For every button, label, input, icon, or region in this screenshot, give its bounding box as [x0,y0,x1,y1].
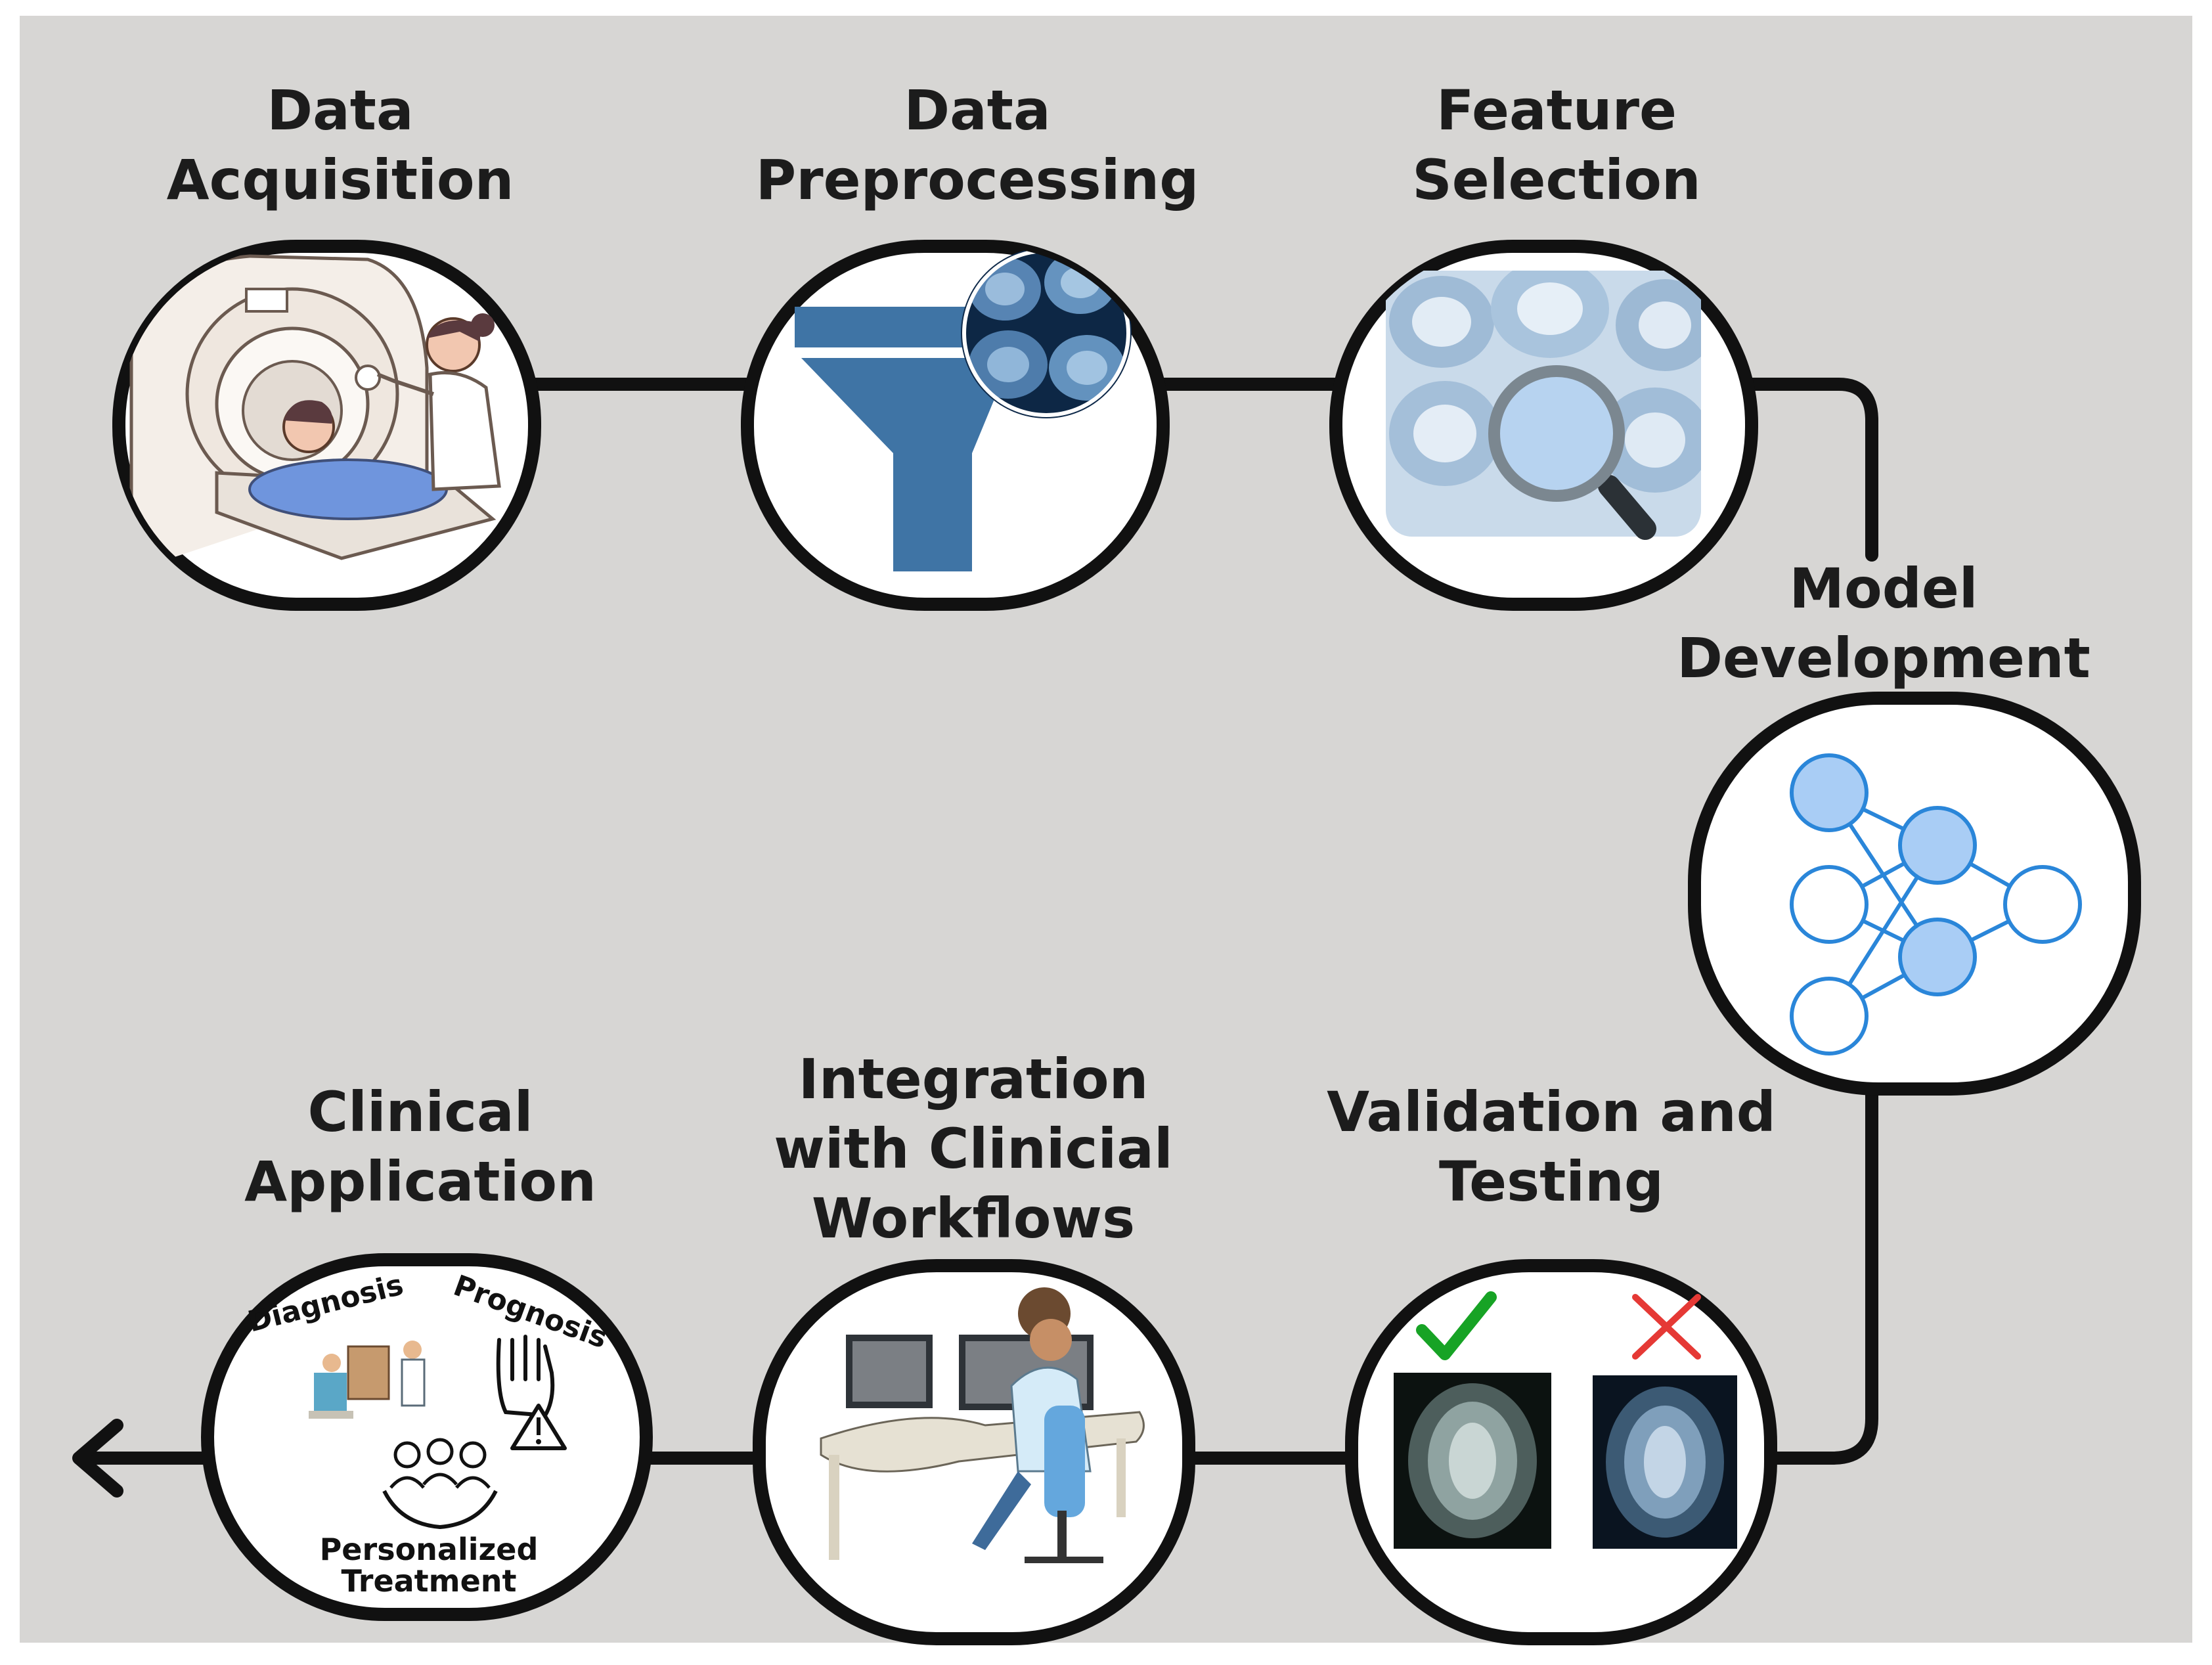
magnifier-brain-scan-icon [1386,271,1701,540]
connector-3-4 [1744,378,1878,562]
clinical-outcomes-icon [309,1335,567,1530]
stage-feature-selection [1329,240,1758,611]
checkmark-icon [1416,1291,1497,1360]
step-label-feature-selection: Feature Selection [1412,78,1701,212]
stage-model-development [1688,692,2141,1096]
check-cross-brain-scan-icon [1394,1291,1737,1549]
step-label-data-acquisition: Data Acquisition [166,78,514,212]
neural-network-icon [1790,753,2082,1055]
flow-connectors [72,378,1878,1498]
personalized-treatment-label: Personalized Treatment [319,1532,539,1599]
arrow-left-icon [72,1419,123,1498]
step-label-integration: Integration with Clinicial Workflows [774,1047,1173,1251]
doctor-workstation-icon [820,1287,1145,1563]
step-label-model-development: Model Development [1677,556,2090,690]
cross-icon [1632,1294,1701,1360]
step-label-data-preprocessing: Data Preprocessing [755,78,1199,212]
stage-clinical-application [201,1253,653,1621]
funnel-brain-scan-icon [795,248,1132,571]
stage-data-acquisition [112,240,541,611]
stage-validation-testing [1345,1259,1777,1645]
step-label-clinical-application: Clinical Application [244,1080,596,1214]
stage-integration [753,1259,1195,1645]
mri-scanner-icon [129,254,501,571]
stage-data-preprocessing [741,240,1170,611]
connector-4-5 [1763,1084,1878,1465]
step-label-validation-testing: Validation and Testing [1327,1080,1776,1214]
